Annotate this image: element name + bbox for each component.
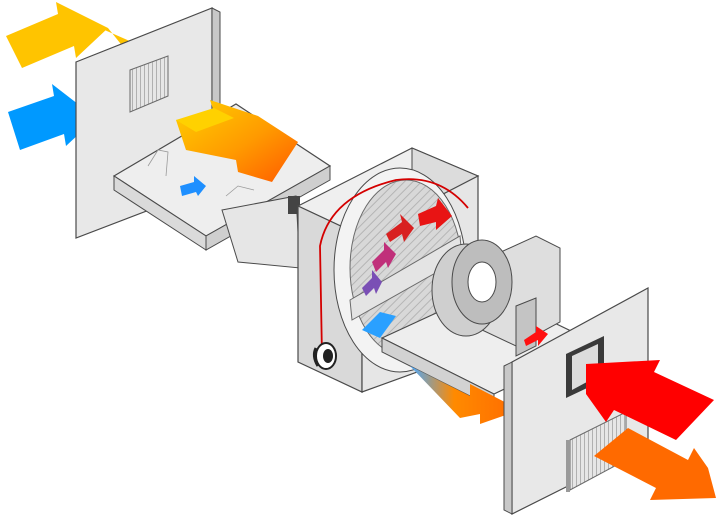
drive-belt [319, 178, 469, 357]
supply-small-arrow [180, 176, 206, 196]
bottom-orange-arrow [410, 366, 520, 424]
drive-motor-icon [312, 342, 337, 370]
left-connector-duct [221, 195, 301, 269]
outlet-bottom-arrow [8, 84, 96, 150]
exhaust-gradient-arrow [176, 100, 298, 182]
supply-in-right-arrow [586, 360, 714, 440]
louvre-icon [129, 55, 169, 113]
inner-red-arrow [524, 326, 548, 346]
exhaust-out-right-arrow [594, 428, 716, 500]
